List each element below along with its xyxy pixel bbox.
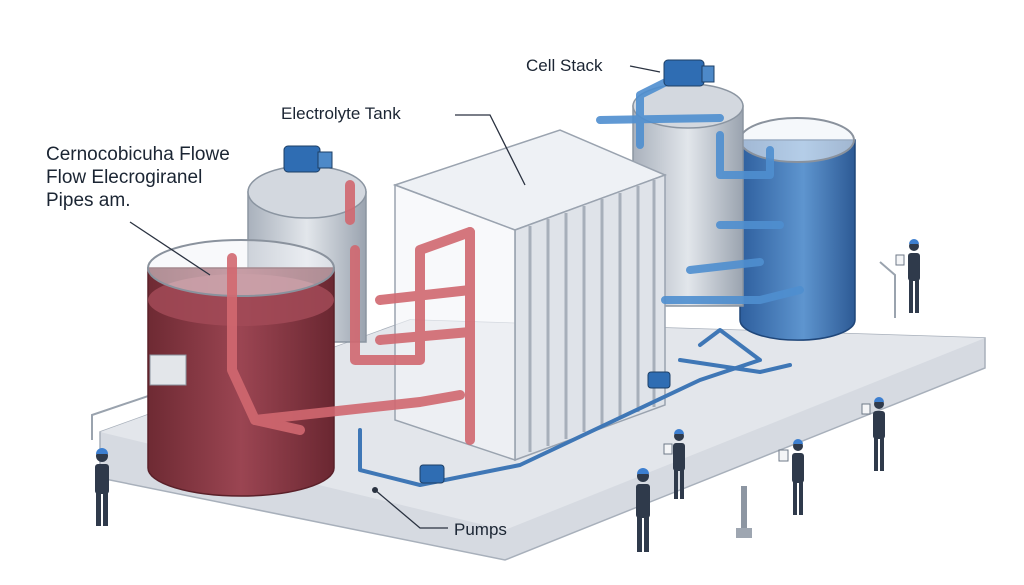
clipboard-icon (779, 450, 788, 461)
pumps-label: Pumps (454, 520, 507, 540)
worker-figure-icon (792, 439, 804, 515)
pump-motor-icon (664, 60, 714, 86)
cell-stack-label: Cell Stack (526, 56, 603, 76)
flow-label-line: Cernocobicuha Flowe (46, 143, 230, 166)
flow-label-line: Pipes am. (46, 189, 230, 212)
flow-label-line: Flow Elecrogiranel (46, 166, 230, 189)
clipboard-icon (862, 404, 870, 414)
pump-motor-icon (648, 372, 670, 388)
positive-electrolyte-tank (740, 118, 855, 340)
pump-motor-icon (420, 465, 444, 483)
worker-figure-icon (908, 239, 920, 313)
clipboard-icon (896, 255, 904, 265)
pump-motor-icon (284, 146, 332, 172)
negative-electrolyte-tank (148, 240, 334, 496)
railing (880, 262, 895, 318)
bollard (741, 486, 747, 530)
clipboard-icon (664, 444, 672, 454)
electrolyte-tank-label: Electrolyte Tank (281, 104, 401, 124)
flow-pipes-label: Cernocobicuha Flowe Flow Elecrogiranel P… (46, 143, 230, 212)
